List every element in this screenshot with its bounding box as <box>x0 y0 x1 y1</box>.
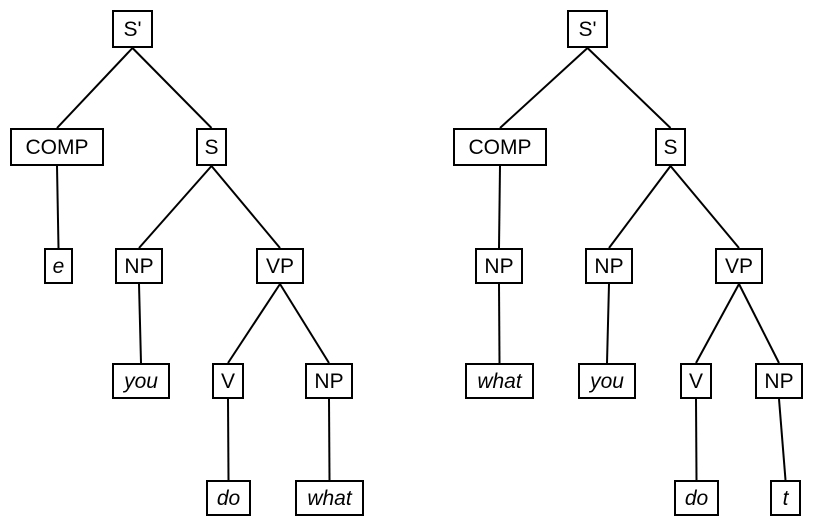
leaf-node-l-what: what <box>295 480 364 516</box>
category-node-r-np2: NP <box>755 363 803 399</box>
leaf-node-r-do: do <box>674 480 719 516</box>
category-node-r-sbar: S' <box>567 10 608 48</box>
tree-edge-vp-to-np <box>738 283 780 364</box>
category-node-l-vp: VP <box>256 248 304 284</box>
leaf-node-l-e: e <box>44 248 73 284</box>
tree-edge-np-to-t <box>778 398 787 481</box>
category-node-l-s: S <box>196 128 227 166</box>
tree-edge-v-to-do <box>695 398 698 481</box>
tree-edge-vp-to-v <box>695 283 740 364</box>
tree-edge-comp-to-e <box>56 165 60 249</box>
tree-edge-np-to-you <box>138 283 142 364</box>
tree-edge-np-to-what <box>498 283 501 364</box>
category-node-l-np1: NP <box>115 248 163 284</box>
category-node-l-np2: NP <box>305 363 353 399</box>
tree-edge-np-to-you <box>606 283 610 364</box>
category-node-r-np0: NP <box>475 248 523 284</box>
tree-edge-sbar-to-comp <box>56 47 134 129</box>
tree-edge-comp-to-np <box>498 165 501 249</box>
tree-edge-sbar-to-s <box>131 47 213 129</box>
tree-edge-np-to-what <box>328 398 331 481</box>
category-node-r-v: V <box>680 363 712 399</box>
leaf-node-r-what: what <box>465 363 534 399</box>
tree-edge-v-to-do <box>227 398 230 481</box>
category-node-l-v: V <box>212 363 244 399</box>
leaf-node-r-t: t <box>770 480 801 516</box>
tree-edge-sbar-to-comp <box>499 47 589 129</box>
tree-edge-vp-to-v <box>227 283 281 364</box>
category-node-r-np1: NP <box>585 248 633 284</box>
tree-edge-vp-to-np <box>279 283 330 364</box>
leaf-node-r-you: you <box>578 363 636 399</box>
category-node-r-comp: COMP <box>453 128 547 166</box>
tree-edge-s-to-np <box>608 165 672 249</box>
category-node-r-vp: VP <box>715 248 763 284</box>
category-node-l-comp: COMP <box>10 128 104 166</box>
leaf-node-l-you: you <box>112 363 170 399</box>
leaf-node-l-do: do <box>206 480 251 516</box>
tree-edge-s-to-np <box>138 165 213 249</box>
tree-edge-s-to-vp <box>210 165 281 249</box>
tree-edge-sbar-to-s <box>586 47 672 129</box>
tree-edge-s-to-vp <box>669 165 740 249</box>
category-node-l-sbar: S' <box>112 10 153 48</box>
category-node-r-s: S <box>655 128 686 166</box>
